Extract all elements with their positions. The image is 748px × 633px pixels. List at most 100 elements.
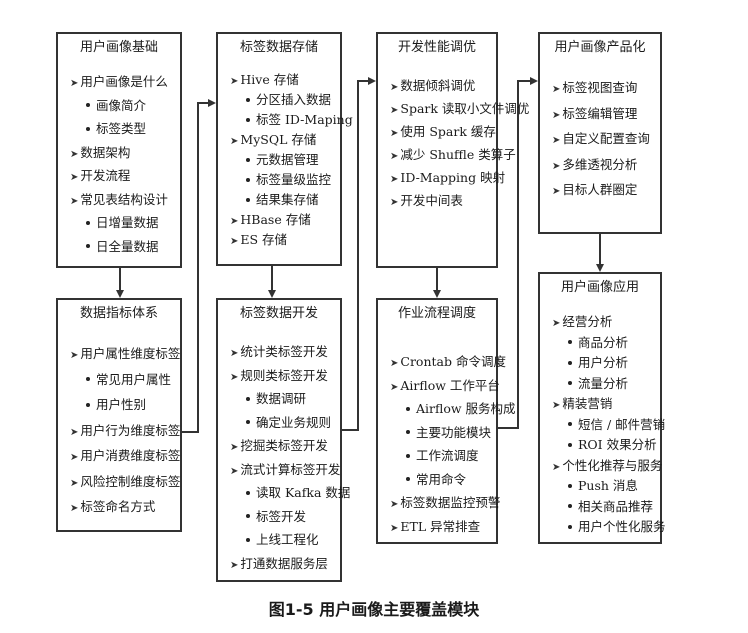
item-label: 流式计算标签开发 <box>240 461 341 477</box>
bullet-arrow-icon: ➤ <box>70 350 79 361</box>
bullet-dot-icon <box>568 483 572 488</box>
sub-list-item: 常用命令 <box>406 472 466 488</box>
item-label: 目标人群圈定 <box>562 182 638 197</box>
bullet-dot-icon <box>86 244 90 248</box>
bullet-arrow-icon: ➤ <box>230 348 239 359</box>
bullet-dot-icon <box>406 477 410 481</box>
bullet-arrow-icon: ➤ <box>390 105 399 116</box>
item-label: 标签视图查询 <box>562 80 638 95</box>
arrow-dev-to-tuning <box>341 77 376 431</box>
arrow-schedule-to-product <box>497 77 538 429</box>
item-label: 挖掘类标签开发 <box>240 438 328 453</box>
bullet-arrow-icon: ➤ <box>390 522 399 534</box>
module-performance-tuning: 开发性能调优 ➤数据倾斜调优➤Spark 读取小文件调优➤使用 Spark 缓存… <box>376 32 529 268</box>
bullet-dot-icon <box>406 453 410 458</box>
bullet-arrow-icon: ➤ <box>552 400 561 411</box>
item-label: ETL 异常排查 <box>400 518 481 534</box>
figure-caption: 图1-5 用户画像主要覆盖模块 <box>268 600 480 619</box>
item-label: Crontab 命令调度 <box>400 354 506 369</box>
list-item: ➤ETL 异常排查 <box>390 519 480 537</box>
sub-list-item: 用户个性化服务 <box>568 519 666 535</box>
list-item: ➤数据架构 <box>70 145 130 163</box>
module-data-metrics-system: 数据指标体系 ➤用户属性维度标签常见用户属性用户性别➤用户行为维度标签➤用户消费… <box>56 298 182 532</box>
bullet-arrow-icon: ➤ <box>230 216 239 227</box>
bullet-arrow-icon: ➤ <box>230 559 239 571</box>
item-label: ROI 效果分析 <box>578 437 657 452</box>
bullet-dot-icon <box>246 420 250 424</box>
bullet-arrow-icon: ➤ <box>390 499 399 510</box>
item-label: Spark 读取小文件调优 <box>400 101 530 116</box>
list-item: ➤打通数据服务层 <box>230 556 328 574</box>
bullet-arrow-icon: ➤ <box>552 160 561 172</box>
bullet-arrow-icon: ➤ <box>230 442 239 453</box>
item-label: 画像简介 <box>96 97 147 113</box>
item-label: 数据倾斜调优 <box>400 78 476 93</box>
bullet-arrow-icon: ➤ <box>230 465 239 477</box>
bullet-arrow-icon: ➤ <box>390 358 399 369</box>
list-item: ➤标签数据监控预警 <box>390 495 500 513</box>
item-label: 相关商品推荐 <box>578 498 654 514</box>
item-label: 开发流程 <box>80 168 131 183</box>
list-item: ➤挖掘类标签开发 <box>230 438 328 456</box>
module-title: 用户画像应用 <box>560 280 639 295</box>
item-label: 常见表结构设计 <box>80 191 168 207</box>
bullet-arrow-icon: ➤ <box>70 452 79 463</box>
item-label: 数据调研 <box>256 391 307 406</box>
list-item: ➤标签编辑管理 <box>552 106 637 124</box>
sub-list-item: ROI 效果分析 <box>568 437 657 453</box>
bullet-dot-icon <box>86 377 90 381</box>
arrow-metrics-to-storage <box>180 99 216 433</box>
item-label: 用户画像是什么 <box>80 74 168 89</box>
module-tag-data-storage: 标签数据存储 ➤Hive 存储分区插入数据标签 ID-Maping ➤ MySQL … <box>216 32 353 266</box>
item-label: 结果集存储 <box>256 192 319 207</box>
bullet-arrow-icon: ➤ <box>552 109 561 121</box>
bullet-dot-icon <box>568 340 572 344</box>
sub-list-item: 元数据管理 <box>246 152 319 168</box>
item-label: HBase 存储 <box>240 212 311 227</box>
item-label: ID-Mapping 映射 <box>400 170 506 185</box>
list-item: ➤标签命名方式 <box>70 499 155 517</box>
item-label: 分区插入数据 <box>256 92 332 107</box>
item-label: 规则类标签开发 <box>240 367 328 383</box>
sub-list-item: Push 消息 <box>568 478 638 494</box>
list-item: ➤个性化推荐与服务 <box>552 458 662 476</box>
bullet-arrow-icon: ➤ <box>390 151 399 162</box>
item-label: 开发中间表 <box>400 193 463 208</box>
bullet-dot-icon <box>568 442 572 447</box>
item-label: 用户个性化服务 <box>578 519 666 534</box>
item-label: 减少 Shuffle 类算子 <box>400 147 516 162</box>
item-label: 用户属性维度标签 <box>80 346 181 361</box>
sub-list-item: 日增量数据 <box>86 215 159 231</box>
list-item: ➤开发中间表 <box>390 193 463 211</box>
item-label: 工作流调度 <box>416 448 479 463</box>
bullet-arrow-icon: ➤ <box>70 426 79 438</box>
list-item: ➤精装营销 <box>552 396 612 414</box>
bullet-arrow-icon: ➤ <box>70 172 79 183</box>
item-label: MySQL 存储 <box>240 132 317 147</box>
module-profile-productization: 用户画像产品化 ➤标签视图查询➤标签编辑管理➤自定义配置查询➤多维透视分析➤目标… <box>538 32 662 234</box>
item-label: 主要功能模块 <box>416 424 492 440</box>
module-title: 标签数据存储 <box>239 40 318 55</box>
bullet-dot-icon <box>86 126 90 131</box>
bullet-arrow-icon: ➤ <box>390 174 399 185</box>
sub-list-item: 标签 ID-Maping <box>246 112 353 128</box>
bullet-dot-icon <box>406 430 410 434</box>
sub-list-item: 结果集存储 <box>246 192 319 208</box>
bullet-arrow-icon: ➤ <box>70 78 79 89</box>
list-item: ➤流式计算标签开发 <box>230 462 340 480</box>
list-item: ➤Airflow 工作平台 <box>390 378 500 396</box>
sub-list-item: 相关商品推荐 <box>568 499 653 515</box>
sub-list-item: 分区插入数据 <box>246 92 331 108</box>
sub-list-item: 工作流调度 <box>406 448 479 464</box>
list-item: ➤Crontab 命令调度 <box>390 354 506 372</box>
list-item: ➤Hive 存储 <box>230 72 299 90</box>
bullet-arrow-icon: ➤ <box>390 128 399 139</box>
sub-list-item: 短信 / 邮件营销 <box>568 417 665 433</box>
item-label: 商品分析 <box>578 334 629 350</box>
item-label: 日增量数据 <box>96 215 159 230</box>
list-item: ➤ES 存储 <box>230 232 287 250</box>
list-item: ➤用户消费维度标签 <box>70 448 180 466</box>
item-label: 标签命名方式 <box>80 499 156 514</box>
